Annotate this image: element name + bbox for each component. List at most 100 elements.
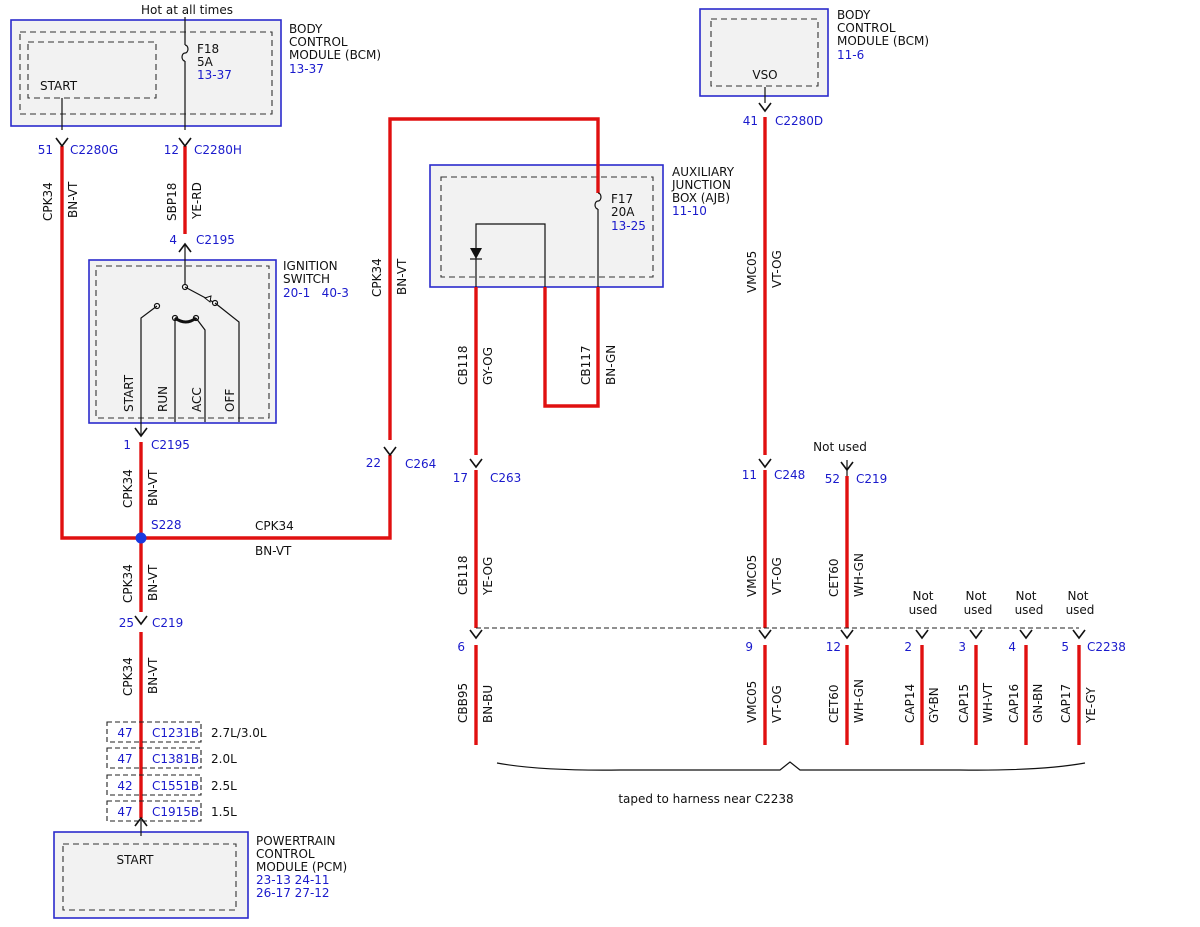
wire-cet60-upper-color: WH-GN xyxy=(852,553,866,597)
connector-c219-left-symbol xyxy=(134,615,148,626)
wire-vmc05-upper-color: VT-OG xyxy=(770,250,784,288)
wire-cb117-loop[interactable] xyxy=(543,287,600,408)
pcm-conn-3-engine: 2.5L xyxy=(211,779,237,793)
pcm-conn-3-pin: 42 xyxy=(117,779,132,793)
pcm-inner xyxy=(62,843,237,911)
pcm-module[interactable] xyxy=(53,831,249,919)
splice-s228-dot[interactable] xyxy=(135,532,147,544)
ignition-pos-start: START xyxy=(122,374,136,412)
wire-to-pcm-circuit: CPK34 xyxy=(121,657,135,696)
fuse-f18-name: F18 xyxy=(197,42,219,56)
harness-brace xyxy=(496,761,1086,771)
pcm-conn-2-engine: 2.0L xyxy=(211,752,237,766)
wire-cb118-lower-color: YE-OG xyxy=(481,557,495,596)
wire-ign-out-color: BN-VT xyxy=(146,469,160,506)
c2238-cap16-circuit: CAP16 xyxy=(1007,684,1021,723)
wire-vmc05-mid-circuit: VMC05 xyxy=(745,555,759,597)
wire-cb117-circuit: CB117 xyxy=(579,345,593,385)
bcm-right-title-1: BODY xyxy=(837,8,871,22)
pcm-conn-1-engine: 2.7L/3.0L xyxy=(211,726,267,740)
bcm-right-ref[interactable]: 11-6 xyxy=(837,48,864,62)
c263-pin: 17 xyxy=(453,471,468,485)
wire-cb118-upper-circuit: CB118 xyxy=(456,345,470,385)
c2238-cap16-color: GN-BN xyxy=(1031,684,1045,723)
c2238-pin-5: 5 xyxy=(1061,640,1069,654)
c2195-bottom-name[interactable]: C2195 xyxy=(151,438,190,452)
c2195-top-pin: 4 xyxy=(169,233,177,247)
wire-cpk34-to-ajb[interactable] xyxy=(388,117,600,440)
ignition-refs[interactable]: 20-1 40-3 xyxy=(283,286,349,300)
ajb-title-2: JUNCTION xyxy=(671,178,731,192)
wire-fuse-feed-circuit: SBP18 xyxy=(165,183,179,221)
bcm-top-module[interactable] xyxy=(10,19,282,127)
bcm-right-title-2: CONTROL xyxy=(837,21,896,35)
bcm-right-module[interactable] xyxy=(699,8,829,97)
wire-bcm-start-circuit: CPK34 xyxy=(41,182,55,221)
fuse-f18-icon xyxy=(181,44,189,62)
bcm-right-inner xyxy=(710,18,819,87)
ajb-module[interactable] xyxy=(429,164,664,288)
wire-splice-down-color: BN-VT xyxy=(146,564,160,601)
connector-c2280h-symbol xyxy=(178,137,192,148)
ignition-switch-inner xyxy=(95,265,270,419)
connector-c2238-symbols xyxy=(469,629,1086,640)
c264-name[interactable]: C264 xyxy=(405,457,436,471)
pcm-conn-1-name[interactable]: C1231B xyxy=(152,726,199,740)
wire-cpk34-main[interactable] xyxy=(60,146,392,540)
pcm-start-label: START xyxy=(116,853,154,867)
pcm-ref-1[interactable]: 23-13 24-11 xyxy=(256,873,330,887)
pcm-conn-4-name[interactable]: C1915B xyxy=(152,805,199,819)
c2238-vmc05-circuit: VMC05 xyxy=(745,681,759,723)
wire-bcm-start-color: BN-VT xyxy=(66,181,80,218)
c248-name[interactable]: C248 xyxy=(774,468,805,482)
c2195-top-name[interactable]: C2195 xyxy=(196,233,235,247)
c2238-cap17-circuit: CAP17 xyxy=(1059,684,1073,723)
c2238-pin-2-note-2: used xyxy=(909,603,938,617)
ignition-switch-contacts xyxy=(140,258,240,436)
ignition-title-2: SWITCH xyxy=(283,272,330,286)
ignition-switch-module[interactable] xyxy=(88,259,277,424)
fuse-f17-icon xyxy=(594,192,602,210)
ignition-pos-run: RUN xyxy=(156,386,170,412)
splice-s228-name[interactable]: S228 xyxy=(151,518,182,532)
fuse-f17-ref[interactable]: 13-25 xyxy=(611,219,646,233)
c264-pin: 22 xyxy=(366,456,381,470)
ignition-pos-off: OFF xyxy=(223,389,237,412)
fuse-f18-ref[interactable]: 13-37 xyxy=(197,68,232,82)
wire-cb118-upper-color: GY-OG xyxy=(481,347,495,385)
pcm-connector-boxes xyxy=(106,721,202,822)
c2195-bottom-pin: 1 xyxy=(123,438,131,452)
wire-splice-h-circuit: CPK34 xyxy=(255,519,294,533)
pcm-ref-2[interactable]: 26-17 27-12 xyxy=(256,886,330,900)
c2280h-name[interactable]: C2280H xyxy=(194,143,242,157)
c2238-cap15-color: WH-VT xyxy=(981,682,995,723)
c219-right-name[interactable]: C219 xyxy=(856,472,887,486)
c2238-name[interactable]: C2238 xyxy=(1087,640,1126,654)
c2280d-name[interactable]: C2280D xyxy=(775,114,823,128)
c2238-cap14-circuit: CAP14 xyxy=(903,684,917,723)
bcm-top-ref[interactable]: 13-37 xyxy=(289,62,324,76)
c2238-pin-5-note-2: used xyxy=(1066,603,1095,617)
wire-splice-down-circuit: CPK34 xyxy=(121,564,135,603)
ajb-ref[interactable]: 11-10 xyxy=(672,204,707,218)
c2280g-name[interactable]: C2280G xyxy=(70,143,118,157)
c2238-pin-6: 6 xyxy=(457,640,465,654)
pcm-conn-2-pin: 47 xyxy=(117,752,132,766)
c263-name[interactable]: C263 xyxy=(490,471,521,485)
ignition-title-1: IGNITION xyxy=(283,259,338,273)
wire-to-pcm-color: BN-VT xyxy=(146,657,160,694)
pcm-conn-2-name[interactable]: C1381B xyxy=(152,752,199,766)
connector-c263-symbol xyxy=(469,458,483,469)
c219-left-name[interactable]: C219 xyxy=(152,616,183,630)
bcm-top-inner xyxy=(19,31,273,115)
pcm-conn-3-name[interactable]: C1551B xyxy=(152,779,199,793)
ajb-inner xyxy=(440,176,654,278)
c2238-pin-9: 9 xyxy=(745,640,753,654)
wire-to-c264-color: BN-VT xyxy=(395,258,409,295)
fuse-f17-rating: 20A xyxy=(611,205,635,219)
connector-c2195-bottom-symbol xyxy=(134,427,148,438)
c248-pin: 11 xyxy=(742,468,757,482)
wire-cb118-lower-circuit: CB118 xyxy=(456,555,470,595)
pcm-title-3: MODULE (PCM) xyxy=(256,860,347,874)
c2238-cbb95-circuit: CBB95 xyxy=(456,683,470,723)
